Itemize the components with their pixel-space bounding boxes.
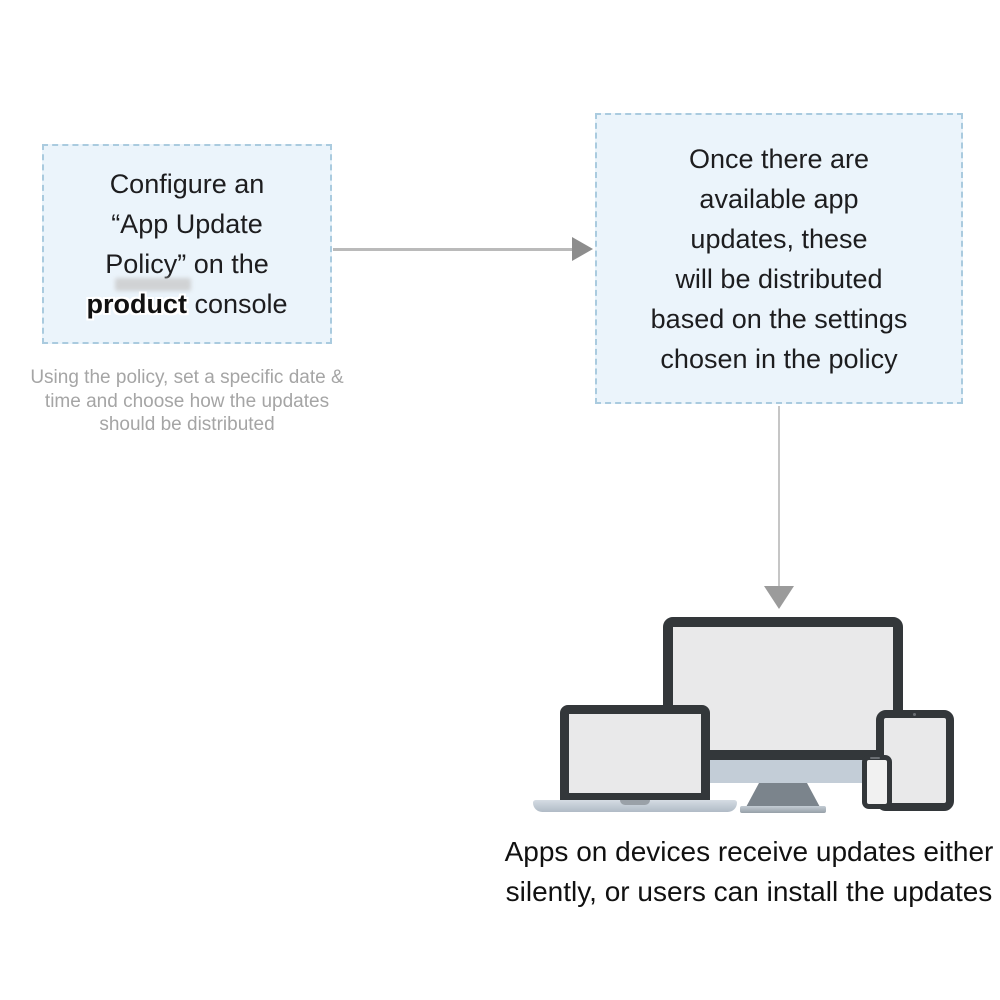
note-line: updates should be distributed (99, 390, 330, 436)
step1-line-rest: console (194, 289, 288, 319)
arrow-down-icon (778, 406, 780, 587)
devices-caption: Apps on devices receive updates either s… (498, 832, 1000, 912)
step2-distribution-box: Once there are available app updates, th… (595, 113, 963, 404)
monitor-stand (745, 783, 821, 809)
laptop-icon (560, 705, 710, 802)
note-line: Using the policy, set a specific (30, 367, 284, 388)
arrow-down-head-icon (764, 586, 794, 609)
monitor-neck (708, 757, 863, 783)
step1-line-last: product console (86, 284, 287, 324)
caption-line: Apps on devices receive (504, 836, 809, 867)
step1-line: “App Update (111, 209, 263, 239)
caption-line: users can install the updates (637, 876, 993, 907)
step2-line: updates, these (690, 223, 868, 254)
step2-line: will be distributed (675, 263, 883, 294)
tablet-camera-dot (913, 713, 916, 716)
step1-line: Configure an (109, 169, 265, 199)
arrow-right-icon (333, 248, 573, 251)
step1-note: Using the policy, set a specific date & … (30, 366, 344, 437)
laptop-latch-notch (620, 800, 650, 805)
step2-line: chosen in the policy (660, 343, 898, 374)
caption-line: updates either silently, or (505, 836, 994, 907)
laptop-base (533, 800, 737, 812)
phone-speaker-line (870, 757, 880, 759)
step2-line: based on the settings (650, 303, 908, 334)
monitor-stand-base (740, 806, 826, 813)
step2-line: available app (699, 183, 859, 214)
product-highlight-word: product (86, 284, 187, 324)
step1-configure-policy-box: Configure an “App Update Policy” on the … (42, 144, 332, 344)
note-line: date & time and choose how the (44, 367, 344, 412)
smartphone-icon (862, 755, 892, 809)
arrow-right-head-icon (572, 237, 593, 261)
step1-line: Policy” on the (105, 249, 269, 279)
step2-line: Once there are (688, 143, 870, 174)
